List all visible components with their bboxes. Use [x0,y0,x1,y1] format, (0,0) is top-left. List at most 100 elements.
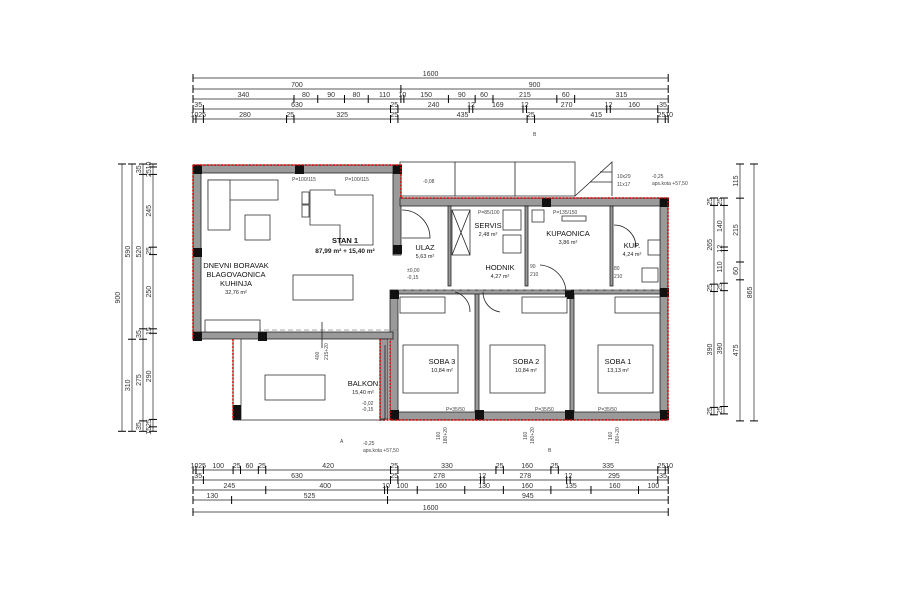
dimension-value: 25 [146,169,153,177]
furniture [204,179,661,401]
dimension-value: 35 [136,422,143,430]
dimension-value: 60 [562,92,570,99]
dimension-value: 700 [291,82,303,89]
dimension-value: 590 [125,246,132,258]
dimension-value: 420 [322,463,334,470]
dimension-value: 25 [233,463,241,470]
door-label: 90 [530,264,536,270]
dimension-value: 25 [658,463,666,470]
dimension-value: 415 [590,112,602,119]
dimension-value: 280 [239,112,251,119]
level-label: -0,25 [652,174,664,180]
tv-unit [204,319,261,333]
dimension-value: 130 [478,483,490,490]
living-area: 32,76 m² [225,290,247,296]
door-label: 210 [530,272,539,278]
dimension-value: 25 [198,463,206,470]
room2-area: 10,84 m² [515,368,537,374]
coffee-table [244,214,271,241]
stairs-label-2: 11x17 [617,182,630,188]
entrance-name: ULAZ [415,243,435,252]
dimension-value: 12 [467,102,475,109]
dimension-value: 15 [146,427,153,435]
dining-table [292,274,354,301]
columns [193,165,669,420]
level-label: -0,15 [362,407,374,413]
window-label: P=100/115 [292,177,316,183]
dimension-value: 330 [441,463,453,470]
level-label: aps.kota +57,50 [652,181,688,187]
dimension-value: 35 [136,330,143,338]
dimension-value: 25 [658,112,666,119]
dimension-value: 60 [480,92,488,99]
apartment-area: 87,99 m² + 15,40 m² [315,248,375,255]
dimension-value: 110 [717,261,724,272]
dimension-value: 25 [707,407,714,415]
living-name-2: BLAGOVAONICA [206,270,265,279]
hall-name: HODNIK [485,263,514,272]
wardrobe-3 [399,296,446,314]
dimension-value: 10 [665,463,673,470]
balcony-name: BALKON [348,379,378,388]
dimension-value: 250 [146,286,153,298]
dimension-value: 475 [733,344,740,356]
dimension-value: 35 [194,473,202,480]
level-label: -0,08 [423,179,435,185]
dimension-value: 390 [707,344,714,356]
dimension-value: 60 [246,463,254,470]
dimension-value: 245 [224,483,236,490]
dimension-value: 278 [519,473,531,480]
bath2-name: KUP. [624,241,641,250]
dimension-value: 135 [565,483,577,490]
dimension-value: 80 [352,92,360,99]
room3-area: 10,84 m² [431,368,453,374]
dimension-value: 520 [136,246,143,258]
window-label: P=35/50 [446,407,465,413]
dimension-value: 295 [608,473,620,480]
stairs-label: 10x29 [617,174,631,180]
dimension-value: 1600 [423,71,439,78]
dimension-value: 60 [733,267,740,275]
window-height: 160 [608,431,614,440]
sink [531,209,545,223]
dimension-value: 25 [707,198,714,206]
dimension-value: 900 [529,82,541,89]
apartment-name: STAN 1 [332,236,358,245]
dimension-value: 215 [733,224,740,236]
dimension-value: 35 [194,102,202,109]
dimension-value: 110 [379,92,390,99]
dimension-value: 15 [146,327,153,335]
window-height: 160 [436,431,442,440]
dimension-value: 140 [717,220,724,232]
level-label: -0,02 [362,401,374,407]
room1-name: SOBA 1 [605,357,632,366]
window-label: P=35/50 [598,407,617,413]
dimension-value: 100 [648,483,660,490]
dimension-value: 100 [212,463,224,470]
dimension-value: 10 [398,92,406,99]
dimension-value: 12 [521,102,529,109]
dimension-value: 160 [521,483,533,490]
dimension-value: 12 [717,245,724,253]
dimension-value: 160 [628,102,640,109]
dimension-value: 80 [302,92,310,99]
service-area: 2,48 m² [479,232,498,238]
level-label: -0,25 [363,441,375,447]
level-label: ±0,00 [407,268,420,274]
dimension-value: 240 [428,102,440,109]
dimension-value: 35 [659,102,667,109]
unit-boundary [192,164,669,421]
wardrobe-2 [521,296,568,314]
service-name: SERVIS [474,221,501,230]
dimension-value: 35 [659,473,667,480]
dimension-value: 25 [717,406,724,414]
dimension-value: 310 [125,379,132,391]
living-name-1: DNEVNI BORAVAK [203,261,269,270]
dimension-value: 400 [319,483,331,490]
bathroom-area: 3,86 m² [559,240,578,246]
dimension-value: 90 [327,92,335,99]
bath2-area: 4,24 m² [623,252,642,258]
dimension-value: 325 [336,112,348,119]
level-label: aps.kota +57,50 [363,448,399,454]
level-label: -0,15 [407,275,419,281]
